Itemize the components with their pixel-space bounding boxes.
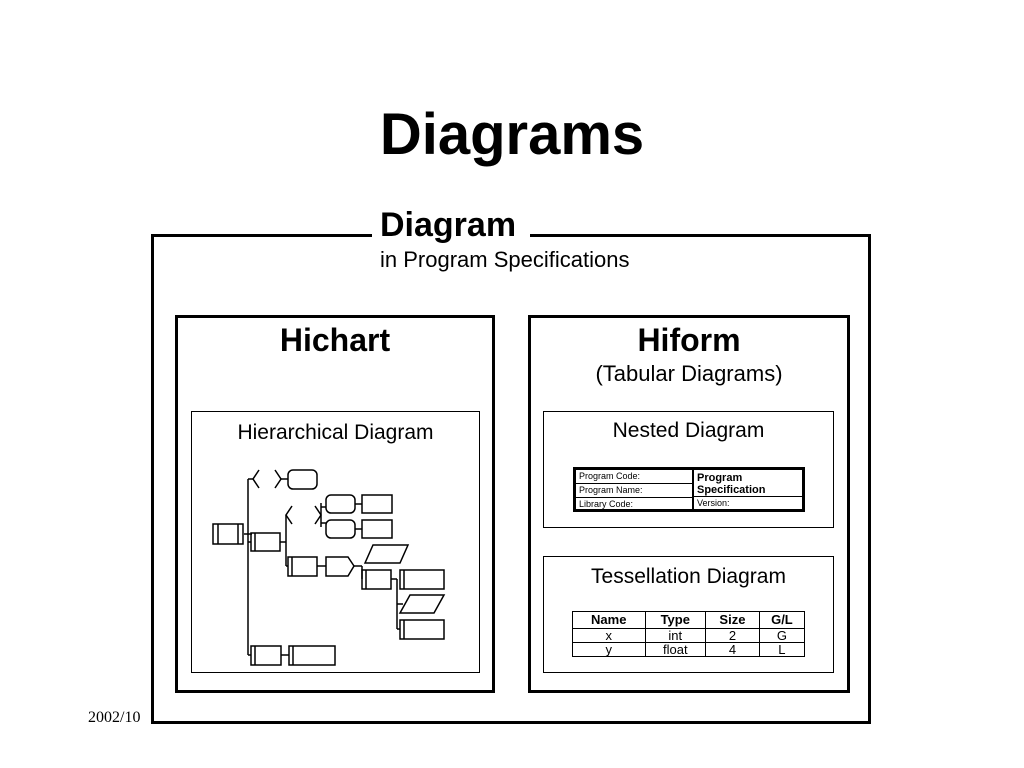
program-spec-card: Program Code: Program Name: Library Code… bbox=[573, 467, 805, 512]
rounded-node bbox=[325, 494, 356, 514]
table-cell: 2 bbox=[705, 628, 760, 643]
process-node bbox=[288, 645, 336, 666]
process-node bbox=[399, 619, 445, 640]
table-cell: float bbox=[644, 642, 707, 657]
table-cell: y bbox=[572, 642, 646, 657]
nested-diagram-title: Nested Diagram bbox=[612, 419, 765, 442]
hichart-title: Hichart bbox=[279, 322, 391, 358]
program-spec-heading: Program Specification bbox=[694, 470, 802, 497]
branch-bracket-right bbox=[274, 469, 282, 489]
version-field: Version: bbox=[697, 498, 730, 508]
branch-bracket-left bbox=[252, 469, 260, 489]
footer-date: 2002/10 bbox=[88, 709, 141, 726]
slide-title: Diagrams bbox=[379, 102, 645, 167]
table-cell: G bbox=[758, 628, 806, 643]
table-row: x int 2 G bbox=[572, 628, 806, 643]
program-name-field: Program Name: bbox=[576, 484, 692, 498]
io-node bbox=[398, 594, 446, 614]
table-row: y float 4 L bbox=[572, 642, 806, 657]
column-header: Size bbox=[705, 611, 760, 629]
process-node bbox=[399, 569, 445, 590]
frame-gap bbox=[372, 220, 530, 244]
rounded-node bbox=[325, 519, 356, 539]
hiform-subtitle: (Tabular Diagrams) bbox=[595, 361, 783, 386]
hiform-title: Hiform bbox=[637, 322, 741, 358]
column-header: Name bbox=[572, 611, 646, 629]
rounded-node bbox=[287, 469, 318, 490]
diagram-frame-subtitle: in Program Specifications bbox=[380, 247, 630, 272]
table-cell: L bbox=[758, 642, 806, 657]
io-node bbox=[363, 544, 410, 564]
column-header: Type bbox=[644, 611, 707, 629]
decision-node bbox=[325, 556, 355, 577]
table-header-row: Name Type Size G/L bbox=[572, 611, 806, 629]
root-node bbox=[212, 523, 244, 545]
table-cell: int bbox=[644, 628, 707, 643]
hierarchical-diagram-title: Hierarchical Diagram bbox=[237, 421, 434, 444]
column-header: G/L bbox=[758, 611, 806, 629]
diagram-frame-title: Diagram bbox=[380, 206, 517, 244]
process-node bbox=[361, 519, 393, 539]
hichart-panel bbox=[175, 315, 495, 693]
sub-bracket-left bbox=[285, 505, 293, 525]
tessellation-table: Name Type Size G/L x int 2 G y float 4 L bbox=[572, 611, 806, 657]
program-code-field: Program Code: bbox=[576, 470, 692, 484]
tessellation-diagram-box bbox=[543, 556, 834, 673]
tessellation-diagram-title: Tessellation Diagram bbox=[591, 565, 786, 588]
process-node bbox=[361, 494, 393, 514]
table-cell: x bbox=[572, 628, 646, 643]
sub-bracket-right bbox=[314, 505, 322, 525]
hiform-panel bbox=[528, 315, 850, 693]
library-code-field: Library Code: bbox=[579, 499, 634, 509]
nested-diagram-box bbox=[543, 411, 834, 528]
table-cell: 4 bbox=[705, 642, 760, 657]
hierarchical-diagram-box bbox=[191, 411, 480, 673]
